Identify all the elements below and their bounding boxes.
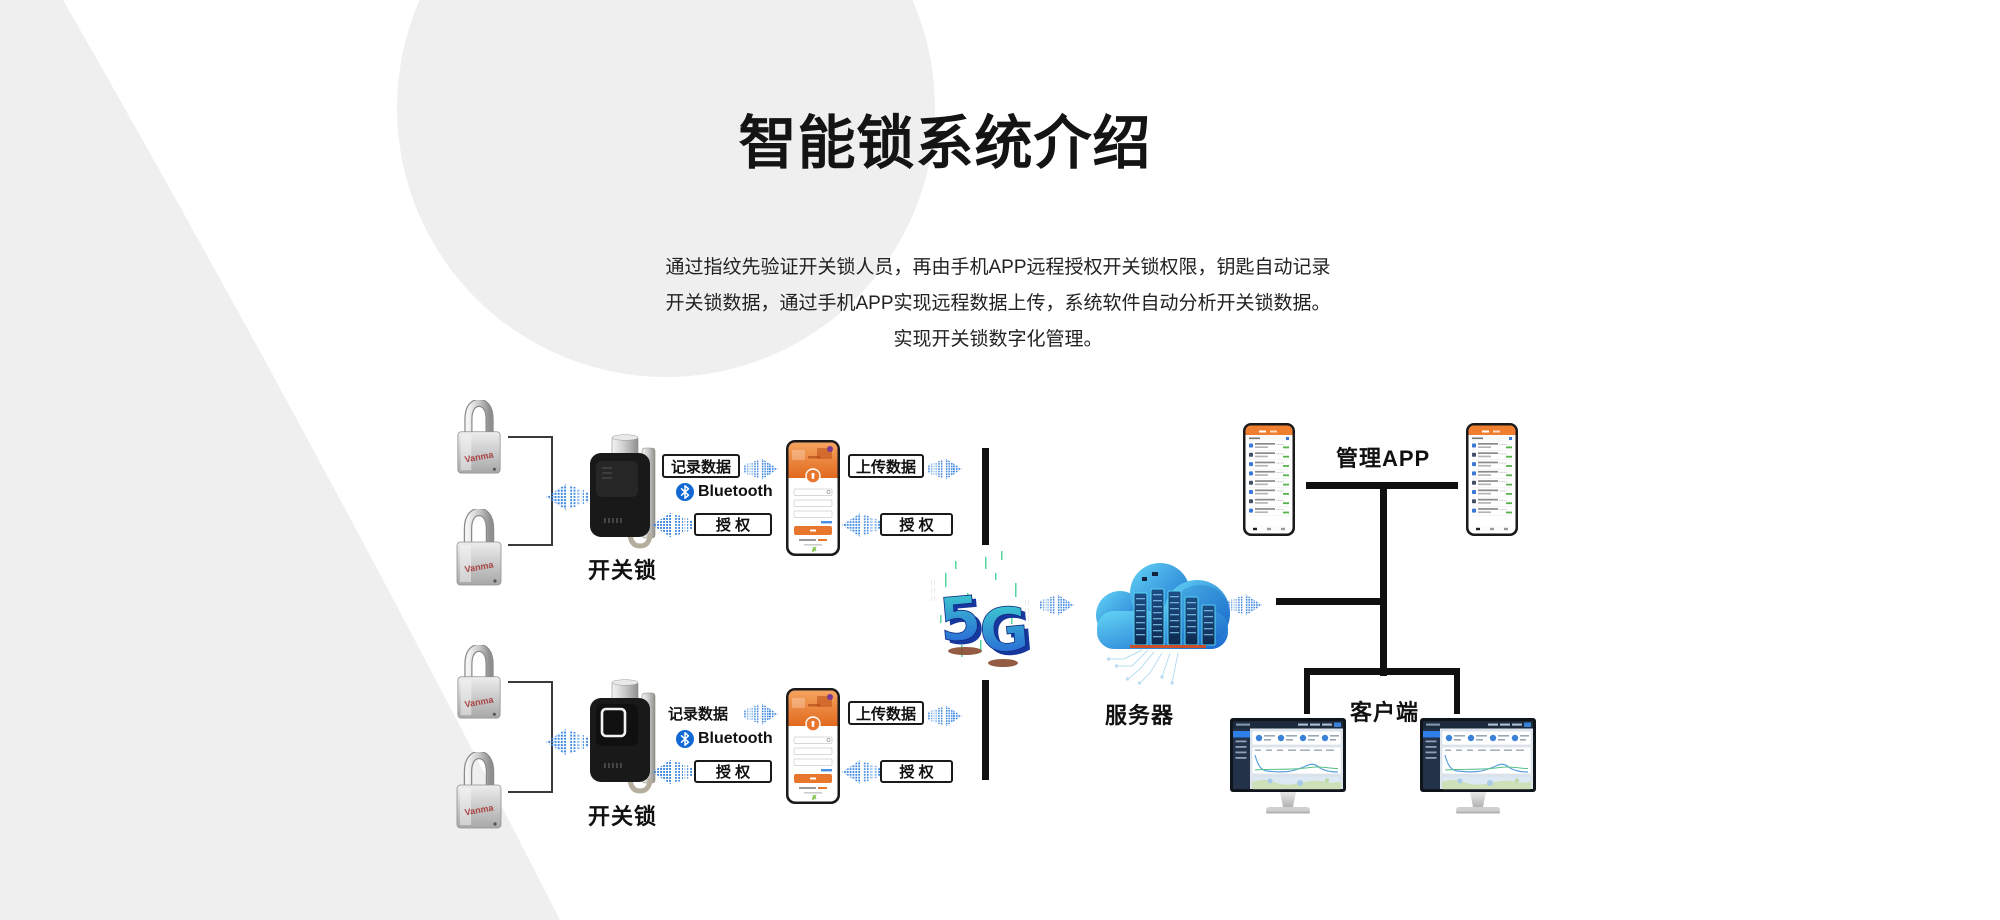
phone-app-login bbox=[786, 440, 840, 556]
lock-group-label: 开关锁 bbox=[588, 558, 658, 583]
five-g-letter-5: 5 bbox=[936, 583, 984, 656]
bluetooth-row: Bluetooth bbox=[676, 730, 773, 748]
bracket-line bbox=[508, 544, 553, 546]
page-title: 智能锁系统介绍 bbox=[738, 111, 1152, 176]
tag-authorize: 授 权 bbox=[880, 760, 953, 783]
phone-app-list bbox=[1243, 423, 1295, 536]
bracket-line bbox=[508, 681, 553, 683]
tag-authorize: 授 权 bbox=[694, 513, 772, 536]
management-app-label: 管理APP bbox=[1336, 446, 1431, 471]
bracket-line bbox=[551, 681, 553, 793]
trunk-bar-top bbox=[982, 448, 989, 548]
five-g-shadow-5: 5 bbox=[941, 587, 989, 660]
five-g-graphic: 5 5 G G bbox=[925, 545, 1040, 680]
tag-upload-data: 上传数据 bbox=[848, 454, 924, 478]
bluetooth-label: Bluetooth bbox=[698, 730, 773, 747]
tag-authorize: 授 权 bbox=[880, 513, 953, 536]
description-line: 实现开关锁数字化管理。 bbox=[893, 329, 1103, 350]
bracket-line bbox=[508, 436, 553, 438]
connector-line-client bbox=[1304, 668, 1460, 675]
data-flow-arrow-left bbox=[842, 759, 880, 785]
data-flow-arrow-right bbox=[744, 703, 778, 725]
data-flow-arrow-right bbox=[1040, 592, 1074, 618]
data-flow-arrow-left bbox=[652, 512, 692, 538]
data-flow-arrow-left bbox=[546, 482, 588, 512]
trunk-bar-bottom bbox=[982, 680, 989, 780]
data-flow-arrow-left bbox=[546, 727, 588, 757]
connector-line-cloud bbox=[1276, 598, 1384, 605]
monitor-client bbox=[1420, 718, 1536, 818]
padlock-icon bbox=[454, 508, 504, 588]
connector-line-vertical bbox=[1380, 484, 1387, 676]
connector-stub-left bbox=[1304, 668, 1310, 714]
monitor-client bbox=[1230, 718, 1346, 818]
data-flow-arrow-right bbox=[928, 458, 962, 480]
phone-app-login bbox=[786, 688, 840, 804]
bracket-line bbox=[551, 436, 553, 546]
server-label: 服务器 bbox=[1105, 703, 1175, 728]
tag-upload-data: 上传数据 bbox=[848, 701, 924, 725]
tag-record-data: 记录数据 bbox=[668, 706, 729, 723]
data-flow-arrow-left bbox=[842, 512, 880, 538]
data-flow-arrow-right bbox=[1228, 592, 1262, 618]
description-line: 通过指纹先验证开关锁人员，再由手机APP远程授权开关锁权限，钥匙自动记录 bbox=[665, 257, 1331, 278]
data-flow-arrow-left bbox=[652, 759, 692, 785]
tag-record-data: 记录数据 bbox=[662, 454, 740, 478]
padlock-icon bbox=[454, 750, 504, 832]
description-line: 开关锁数据，通过手机APP实现远程数据上传，系统软件自动分析开关锁数据。 bbox=[665, 293, 1331, 314]
bracket-line bbox=[508, 791, 553, 793]
bluetooth-icon bbox=[676, 483, 694, 501]
five-g-letter-g: G bbox=[977, 594, 1032, 668]
lock-group-label: 开关锁 bbox=[588, 804, 658, 829]
client-label: 客户端 bbox=[1350, 700, 1420, 725]
bluetooth-row: Bluetooth bbox=[676, 483, 773, 501]
connector-line-app bbox=[1306, 482, 1458, 489]
phone-app-list bbox=[1466, 423, 1518, 536]
cloud-server-icon bbox=[1096, 563, 1230, 685]
data-flow-arrow-right bbox=[744, 458, 778, 480]
smart-lock-device bbox=[588, 434, 660, 549]
smart-lock-device-fingerprint bbox=[588, 679, 660, 794]
five-g-shadow-g: G bbox=[981, 598, 1036, 672]
connector-stub-right bbox=[1454, 668, 1460, 714]
bluetooth-icon bbox=[676, 730, 694, 748]
bluetooth-label: Bluetooth bbox=[698, 483, 773, 500]
tag-authorize: 授 权 bbox=[694, 760, 772, 783]
data-flow-arrow-right bbox=[928, 705, 962, 727]
page-description: 通过指纹先验证开关锁人员，再由手机APP远程授权开关锁权限，钥匙自动记录 开关锁… bbox=[498, 250, 1498, 358]
